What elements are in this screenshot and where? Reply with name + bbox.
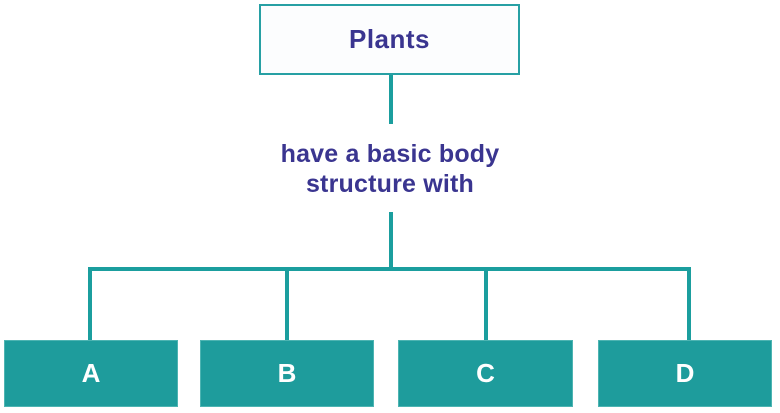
connector-drop-a	[88, 269, 92, 341]
child-node-c[interactable]: C	[398, 340, 573, 407]
connector-drop-b	[285, 269, 289, 341]
root-node-label: Plants	[348, 24, 431, 54]
branch-horizontal-line	[88, 267, 691, 271]
child-node-b[interactable]: B	[200, 340, 374, 407]
connector-label-line2: structure with	[305, 170, 475, 198]
connector-label-to-branch	[389, 212, 393, 269]
child-node-b-label: B	[277, 358, 297, 388]
child-node-a-label: A	[81, 358, 101, 388]
connector-root-to-label	[389, 75, 393, 124]
root-node-plants: Plants	[259, 4, 520, 75]
child-node-d[interactable]: D	[598, 340, 772, 407]
connector-label-line1: have a basic body	[280, 140, 500, 168]
connector-drop-d	[687, 269, 691, 341]
connector-drop-c	[484, 269, 488, 341]
child-node-c-label: C	[476, 358, 495, 388]
connector-label: have a basic body structure with	[190, 139, 590, 199]
child-node-a[interactable]: A	[4, 340, 178, 407]
child-node-d-label: D	[675, 358, 695, 388]
